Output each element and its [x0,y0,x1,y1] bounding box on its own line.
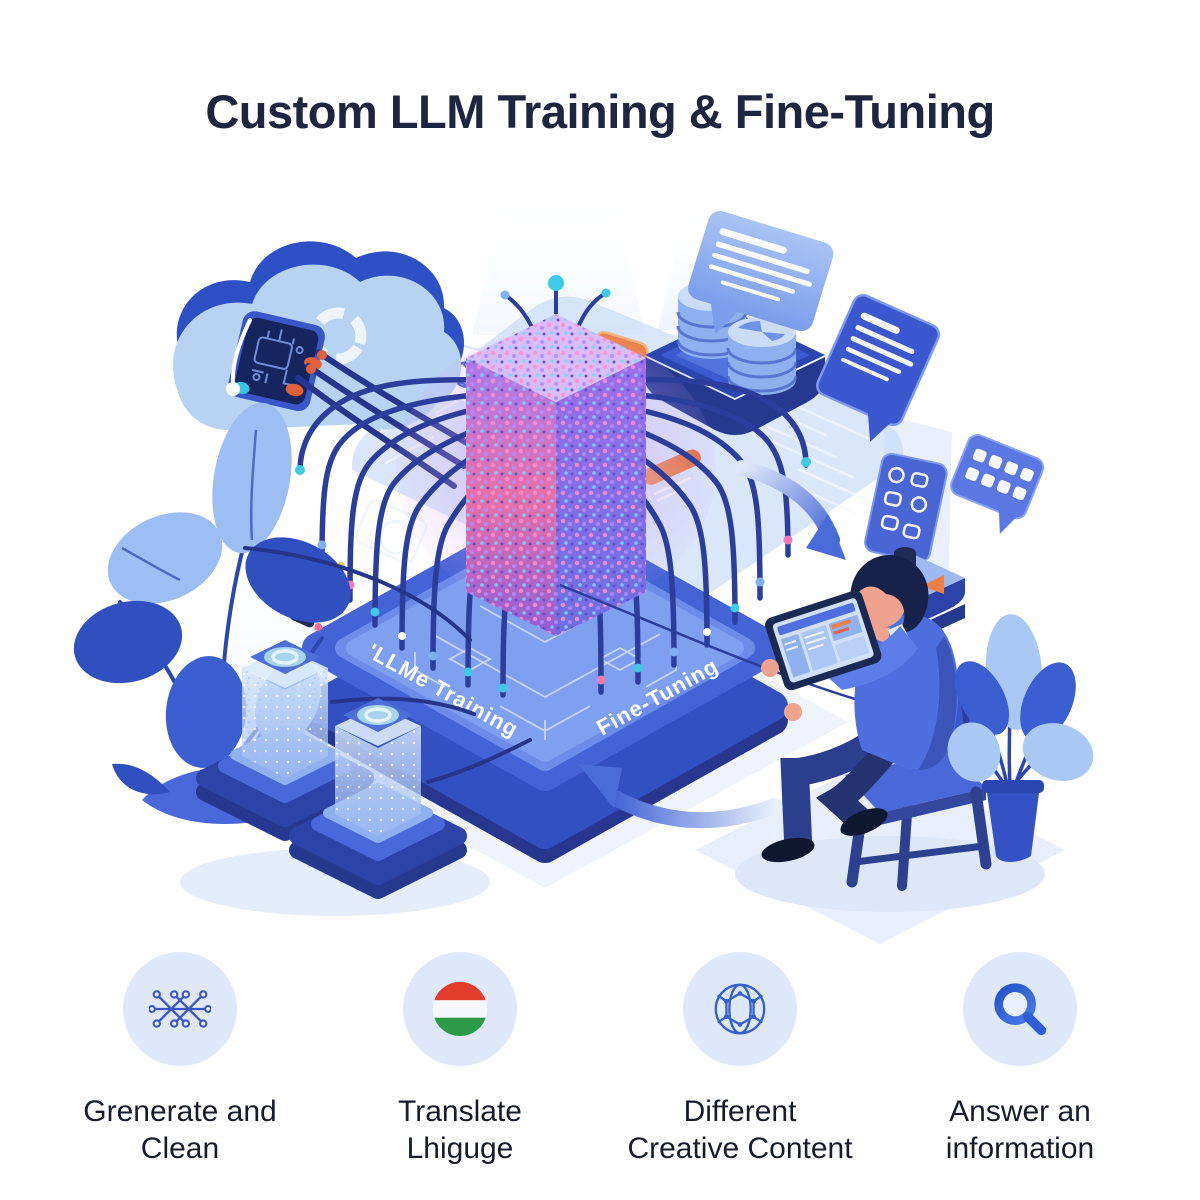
network-nodes-icon [123,952,237,1066]
feature-label: Answer an information [945,1095,1095,1165]
cycle-arrows [559,460,859,829]
glass-data-towers [196,546,532,890]
feature-row: Grenerate and Clean Translate Lhiguge [40,952,1160,1167]
neural-network-cube [289,275,811,698]
wire-nodes [295,288,811,693]
tablet [765,590,882,691]
cloud-ai-chip [172,241,475,489]
feature-generate-clean: Grenerate and Clean [40,952,320,1167]
right-plant [947,614,1094,862]
chat-bubble-dark [816,293,941,442]
feature-label: Translate Lhiguge [398,1095,522,1165]
globe-network-icon [683,952,797,1066]
keyboard-bubble [950,434,1045,534]
database-stacks [645,281,825,435]
chat-bubbles [688,210,1045,578]
analyst-with-tablet [761,555,992,891]
page-title: Custom LLM Training & Fine-Tuning [205,85,995,138]
hungarian-flag-icon [403,952,517,1066]
feature-answer-info: Answer an information [880,952,1160,1167]
feature-translate: Translate Lhiguge [320,952,600,1167]
feature-label: Different Creative Content [627,1095,853,1165]
feature-creative-content: Different Creative Content [600,952,880,1167]
chat-bubble-light [688,210,834,335]
chip-icon [228,311,325,412]
search-icon [963,952,1077,1066]
feature-label: Grenerate and Clean [83,1095,277,1165]
